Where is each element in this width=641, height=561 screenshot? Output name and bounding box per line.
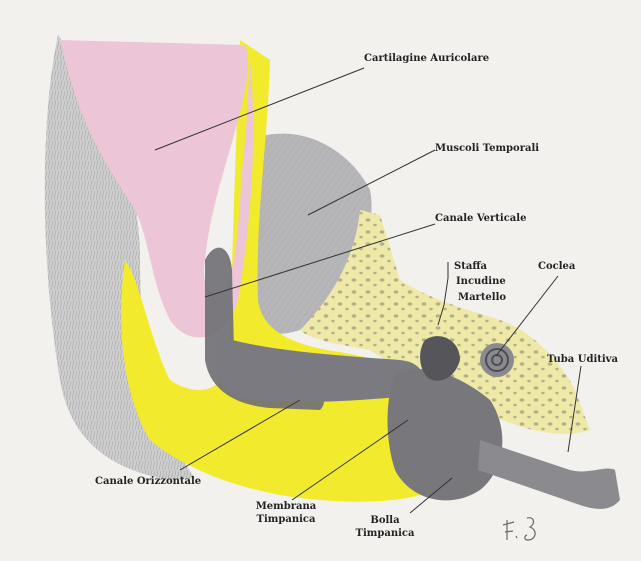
label-membrana-line2: Timpanica <box>246 513 326 526</box>
label-canale-verticale: Canale Verticale <box>435 212 526 225</box>
artist-signature <box>503 518 535 540</box>
label-coclea: Coclea <box>538 260 575 273</box>
label-muscoli-temporali: Muscoli Temporali <box>435 142 539 155</box>
label-incudine: Incudine <box>456 275 506 288</box>
auditory-tube <box>478 440 620 509</box>
label-cartilagine-auricolare: Cartilagine Auricolare <box>364 52 489 65</box>
label-membrana-line1: Membrana <box>246 500 326 513</box>
cochlea-shape <box>480 343 514 377</box>
label-bolla-line1: Bolla <box>350 514 420 527</box>
label-tuba-uditiva: Tuba Uditiva <box>547 353 618 366</box>
label-membrana-timpanica: Membrana Timpanica <box>246 500 326 526</box>
label-canale-orizzontale: Canale Orizzontale <box>95 475 201 488</box>
label-staffa: Staffa <box>454 260 487 273</box>
label-bolla-timpanica: Bolla Timpanica <box>350 514 420 540</box>
label-bolla-line2: Timpanica <box>350 527 420 540</box>
label-martello: Martello <box>458 291 506 304</box>
